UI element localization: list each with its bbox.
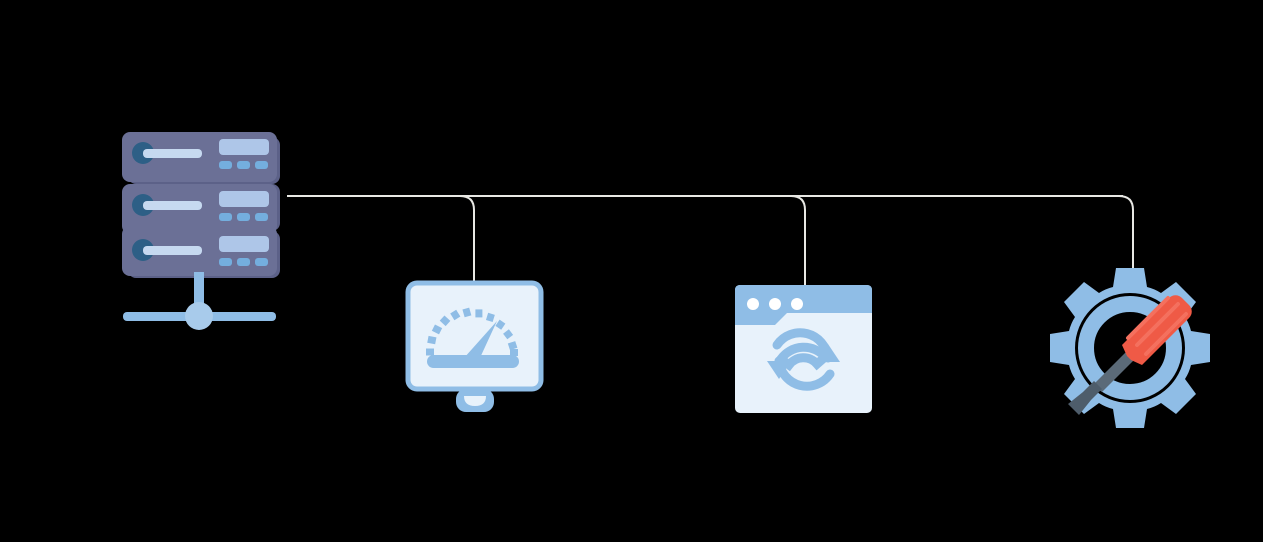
connector-drop-to-monitor <box>459 195 475 281</box>
gear-inner-ring-wall <box>1078 296 1182 400</box>
server-unit-3 <box>122 226 277 276</box>
server-indicator-bar-2 <box>143 201 202 210</box>
server-display-panel-2 <box>219 191 269 207</box>
monitor-stand-base-inset <box>464 396 486 406</box>
connector-drop-to-gear <box>1118 195 1134 283</box>
browser-dot-3 <box>791 298 803 310</box>
server-led-3b <box>237 258 250 266</box>
browser-dot-2 <box>769 298 781 310</box>
server-network-node <box>185 302 213 330</box>
monitor-screen-frame <box>405 280 544 392</box>
server-display-panel-3 <box>219 236 269 252</box>
server-led-2b <box>237 213 250 221</box>
monitor-speedometer-icon[interactable] <box>405 280 544 412</box>
connector-drop-to-browser <box>790 195 806 285</box>
gauge-tick-marks <box>426 307 518 356</box>
connector-group <box>287 195 1134 285</box>
server-led-2c <box>255 213 268 221</box>
server-indicator-bar-3 <box>143 246 202 255</box>
gear-screwdriver-icon[interactable] <box>1050 268 1210 428</box>
browser-refresh-icon[interactable] <box>735 285 872 413</box>
server-unit-2 <box>122 184 277 234</box>
server-led-2a <box>219 213 232 221</box>
server-unit-1 <box>122 132 277 182</box>
server-led-3a <box>219 258 232 266</box>
gauge-base-bar <box>427 355 519 368</box>
server-network-stem <box>194 272 204 318</box>
server-rack-icon[interactable] <box>122 132 280 330</box>
browser-dot-1 <box>747 298 759 310</box>
screwdriver-tip <box>1068 381 1102 415</box>
refresh-sync-icon <box>767 328 840 391</box>
screwdriver-handle <box>1122 295 1192 365</box>
server-led-1b <box>237 161 250 169</box>
server-led-1a <box>219 161 232 169</box>
server-led-3c <box>255 258 268 266</box>
server-led-1c <box>255 161 268 169</box>
server-indicator-bar-1 <box>143 149 202 158</box>
gauge-needle <box>464 321 497 360</box>
server-display-panel-1 <box>219 139 269 155</box>
browser-header-bar <box>735 285 872 325</box>
